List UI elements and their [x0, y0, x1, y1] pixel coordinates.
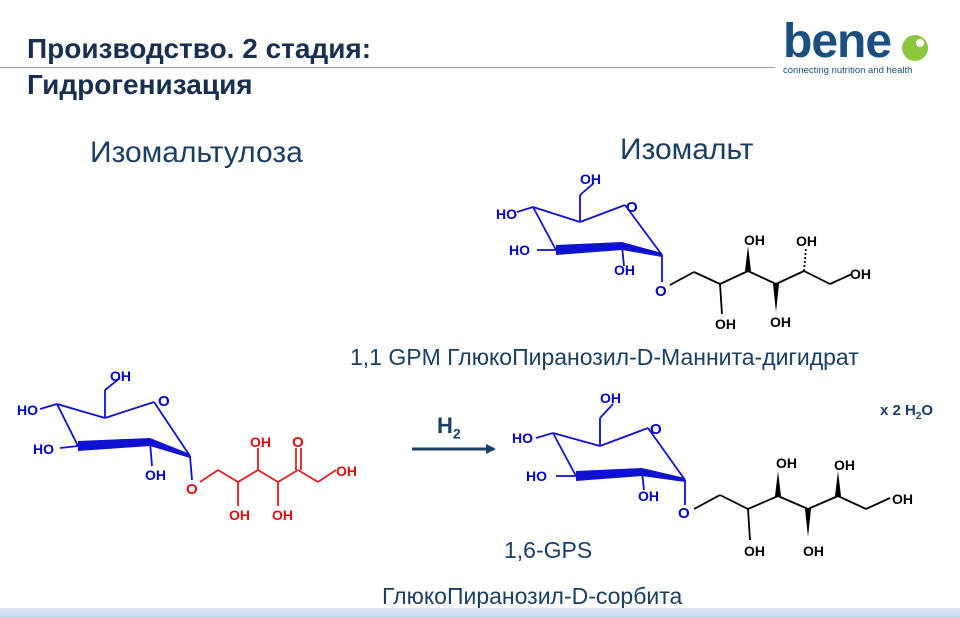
water-sub: 2	[915, 411, 922, 422]
atom-glycosidic-o: O	[655, 283, 667, 300]
atom-oh: OH	[600, 390, 621, 406]
gpm-label: 1,1 GPM ГлюкоПиранозил-D-Маннита-дигидра…	[350, 344, 859, 370]
atom-oh: OH	[638, 488, 659, 504]
logo-wordmark: bene	[783, 15, 892, 68]
atom-oh: OH	[892, 491, 913, 507]
wedge-bond	[576, 468, 642, 481]
water-suffix: O	[921, 402, 934, 419]
logo-tagline: connecting nutrition and health	[783, 65, 913, 76]
title-divider	[0, 67, 775, 68]
wedge-bond	[642, 468, 685, 482]
fructose-chain	[199, 448, 337, 506]
atom-oh: OH	[229, 507, 250, 523]
glucose-ring	[516, 182, 663, 282]
gps-structure: OH O HO HO OH O OH OH OH OH OH	[512, 390, 913, 559]
wedge-bond	[835, 471, 841, 496]
atom-oh: OH	[796, 233, 817, 249]
atom-ho: HO	[512, 430, 533, 446]
hash-bond	[803, 247, 807, 272]
atom-oh: OH	[834, 457, 855, 473]
atom-ho: HO	[526, 468, 547, 484]
atom-oh: OH	[744, 232, 765, 248]
atom-oh: OH	[776, 455, 797, 471]
atom-oh: OH	[110, 368, 131, 384]
atom-ho: HO	[496, 206, 517, 222]
wedge-bond	[78, 438, 150, 451]
gps-label: 1,6-GPS	[504, 537, 593, 563]
footer-band	[0, 608, 960, 618]
gpm-structure: OH O HO HO OH O OH OH OH OH OH	[496, 171, 871, 332]
water-of-hydration: x 2 H2O	[880, 402, 933, 422]
gps-subname: ГлюкоПиранозил-D-сорбита	[382, 583, 683, 609]
logo-dot-icon	[902, 35, 928, 61]
glucose-ring	[535, 403, 686, 505]
water-prefix: x 2 H	[880, 402, 916, 419]
wedge-bond	[556, 242, 622, 255]
wedge-bond	[622, 242, 662, 257]
beneo-logo: bene connecting nutrition and health	[780, 16, 940, 78]
atom-keto-o: O	[292, 434, 304, 451]
isomalt-label: Изомальт	[620, 133, 754, 166]
atom-ho: HO	[17, 402, 38, 418]
atom-ring-o: O	[158, 393, 170, 410]
atom-oh: OH	[336, 463, 357, 479]
wedge-bond	[775, 471, 781, 496]
atom-oh: OH	[250, 434, 271, 450]
atom-oh: OH	[770, 314, 791, 330]
glucose-ring	[39, 377, 193, 481]
hydrogen-reagent: H2	[437, 413, 461, 441]
mannitol-chain	[669, 270, 853, 315]
wedge-bond	[745, 246, 751, 271]
reagent-sub: 2	[452, 425, 461, 442]
atom-oh: OH	[580, 171, 601, 187]
atom-oh: OH	[803, 543, 824, 559]
reagent-main: H	[437, 413, 453, 438]
atom-glycosidic-o: O	[678, 505, 690, 522]
wedge-bond	[805, 509, 811, 537]
atom-ho: HO	[33, 441, 54, 457]
atom-oh: OH	[145, 467, 166, 483]
atom-oh: OH	[614, 262, 635, 278]
wedge-bond	[773, 284, 779, 312]
title-line-2: Гидрогенизация	[27, 69, 253, 100]
atom-oh: OH	[272, 507, 293, 523]
isomaltulose-structure: OH O HO HO OH O OH O OH OH OH	[17, 368, 357, 523]
atom-ho: HO	[509, 242, 530, 258]
atom-oh: OH	[850, 266, 871, 282]
atom-glycosidic-o: O	[186, 481, 198, 498]
isomaltulose-label: Изомальтулоза	[90, 136, 303, 169]
atom-ring-o: O	[650, 421, 662, 438]
wedge-bond	[150, 438, 190, 458]
slide-title: Производство. 2 стадия: Гидрогенизация	[27, 31, 371, 103]
atom-oh: OH	[744, 543, 765, 559]
title-line-1: Производство. 2 стадия:	[27, 33, 372, 64]
sorbitol-chain	[693, 494, 891, 541]
atom-ring-o: O	[626, 199, 638, 216]
atom-oh: OH	[715, 316, 736, 332]
